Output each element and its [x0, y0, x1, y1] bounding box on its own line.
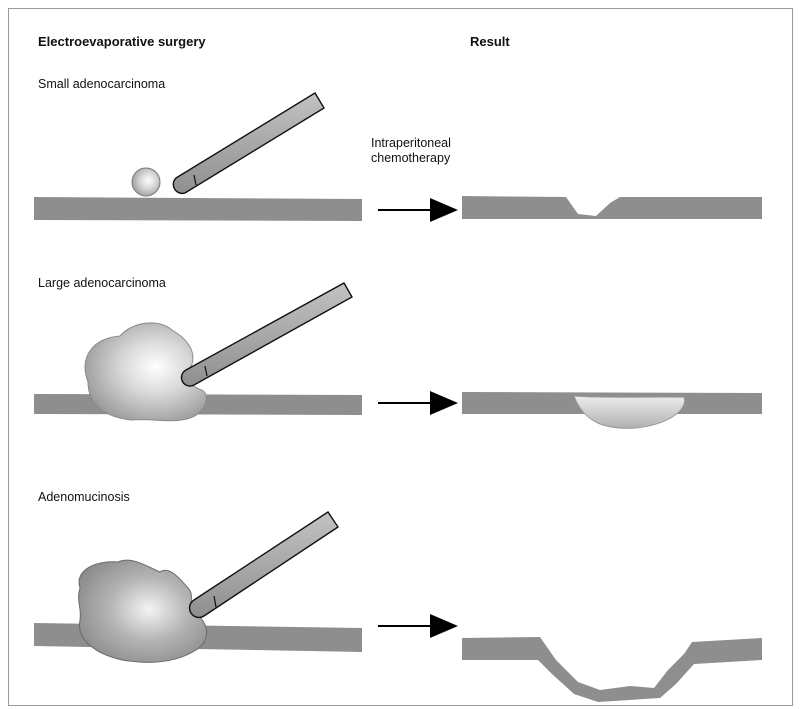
column-header-surgery: Electroevaporative surgery	[38, 34, 206, 49]
small-tumor	[132, 168, 160, 196]
column-header-result: Result	[470, 34, 510, 49]
row-label-large: Large adenocarcinoma	[38, 276, 166, 290]
row-large-adenocarcinoma	[34, 283, 762, 428]
arrow-label-chemotherapy: Intraperitoneal chemotherapy	[371, 136, 471, 166]
tissue-result-deep-defect	[462, 637, 762, 702]
tissue-strip-left	[34, 197, 362, 221]
arrow-right	[378, 391, 458, 415]
electrosurgical-probe	[181, 283, 352, 386]
row-label-small: Small adenocarcinoma	[38, 77, 165, 91]
mucinous-tumor	[79, 560, 207, 662]
arrow-right	[378, 198, 458, 222]
arrow-right	[378, 614, 458, 638]
tissue-result-defect	[462, 196, 762, 219]
electrosurgical-probe	[190, 512, 338, 617]
row-adenomucinosis	[34, 512, 762, 702]
row-label-adenomucinosis: Adenomucinosis	[38, 490, 130, 504]
tissue-result-filled	[462, 392, 762, 428]
electrosurgical-probe	[173, 93, 324, 193]
